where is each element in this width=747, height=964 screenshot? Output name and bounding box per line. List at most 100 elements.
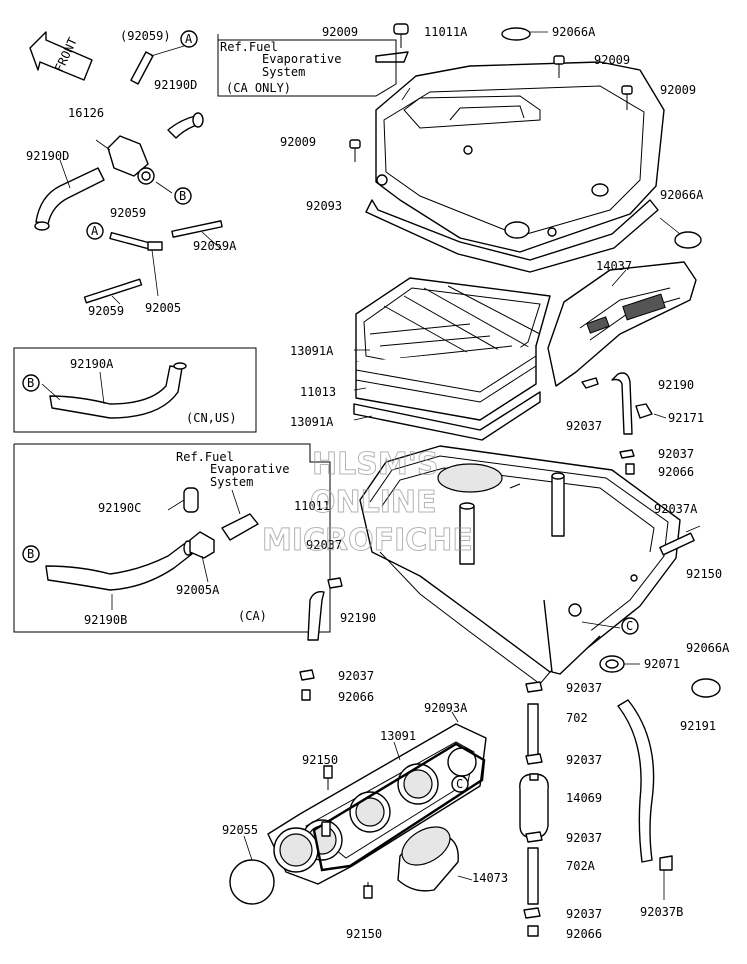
hose-92190B-icon <box>45 543 193 591</box>
hose-assembly-upper-left <box>34 45 223 305</box>
label-92093: 92093 <box>306 199 342 213</box>
label-92037-a: 92037 <box>566 419 602 433</box>
hose-92190-left-icon <box>307 590 325 641</box>
label-92059: 92059 <box>110 206 146 220</box>
label-14069: 14069 <box>566 791 602 805</box>
label-92037-h: 92037 <box>566 907 602 921</box>
svg-text:B: B <box>27 547 34 561</box>
bolt-92009c-icon <box>621 85 633 95</box>
svg-text:A: A <box>91 224 99 238</box>
note-ref-mid-1: Ref.Fuel <box>176 450 234 464</box>
label-92009-c: 92009 <box>660 83 696 97</box>
inlet-duct-14037-icon <box>547 261 697 387</box>
clamp-92037-c-icon <box>327 577 343 589</box>
fitting-92005A-icon <box>189 531 215 559</box>
label-92191: 92191 <box>680 719 716 733</box>
watermark-line-1: HLSM'S <box>312 447 438 482</box>
note-ref-top-1: Ref.Fuel <box>220 40 278 54</box>
label-702A: 702A <box>566 859 596 873</box>
throttle-holder-icon <box>267 723 487 885</box>
air-filter-element-icon <box>353 277 551 441</box>
label-92190-b: 92190 <box>340 611 376 625</box>
cn-us-variant-box <box>13 347 257 433</box>
label-92093A: 92093A <box>424 701 468 715</box>
air-cleaner-cover-icon <box>365 61 665 273</box>
label-92171: 92171 <box>668 411 704 425</box>
front-arrow-icon: FRONT <box>29 31 93 81</box>
cap-92066A-b-icon <box>674 231 702 249</box>
callout-b-3: B <box>22 545 40 563</box>
label-11011: 11011 <box>294 499 330 513</box>
label-92037-g: 92037 <box>566 831 602 845</box>
label-92066-a: 92066 <box>658 465 694 479</box>
callout-a-1: A <box>180 30 198 48</box>
svg-text:B: B <box>179 189 186 203</box>
clamp-92037B-icon <box>659 855 673 871</box>
tube-702-icon <box>527 703 539 759</box>
label-92190D: 92190D <box>154 78 197 92</box>
label-92037-f: 92037 <box>566 753 602 767</box>
label-92037A: 92037A <box>654 502 698 516</box>
plug-92066-c-icon <box>527 925 539 937</box>
label-92037-d: 92037 <box>338 669 374 683</box>
callout-b-2: B <box>22 374 40 392</box>
note-ref-mid-3: System <box>210 475 253 489</box>
plug-92066-a-icon <box>625 463 635 475</box>
label-92066-b: 92066 <box>338 690 374 704</box>
label-92150-b: 92150 <box>302 753 338 767</box>
cap-92190C-icon <box>183 487 199 513</box>
label-92190A: 92190A <box>70 357 114 371</box>
cover-gasket-92093-icon <box>365 199 659 273</box>
label-92005: 92005 <box>145 301 181 315</box>
label-92059-top: (92059) <box>120 29 171 43</box>
svg-text:B: B <box>27 376 34 390</box>
label-92190B: 92190B <box>84 613 127 627</box>
note-ref-mid-2: Evaporative <box>210 462 289 476</box>
label-13091: 13091 <box>380 729 416 743</box>
hose-92191-icon <box>617 699 655 863</box>
label-13091A-b: 13091A <box>290 415 334 429</box>
bolt-92009d-icon <box>349 139 361 149</box>
label-92009-b: 92009 <box>594 53 630 67</box>
callout-c-1: C <box>621 617 639 635</box>
label-92059-b: 92059 <box>88 304 124 318</box>
note-ca: (CA) <box>238 609 267 623</box>
bolt-92150-c-icon <box>363 885 373 899</box>
bolt-92009-icon <box>393 23 409 35</box>
label-92037-c: 92037 <box>306 538 342 552</box>
label-92150-a: 92150 <box>686 567 722 581</box>
cap-92066A-icon <box>501 27 531 41</box>
clamp-92171-icon <box>635 403 653 419</box>
air-cleaner-case-icon <box>359 445 681 685</box>
label-92066-c: 92066 <box>566 927 602 941</box>
label-11011A: 11011A <box>424 25 468 39</box>
watermark-line-3: MICROFICHE <box>262 523 473 558</box>
cap-92055-icon <box>229 859 275 905</box>
label-92037-e: 92037 <box>566 681 602 695</box>
clamp-92037-d-icon <box>525 681 543 693</box>
label-92066A-c: 92066A <box>686 641 730 655</box>
callout-c-2: C <box>451 775 469 793</box>
label-702: 702 <box>566 711 588 725</box>
bolt-92009b-icon <box>553 55 565 65</box>
svg-text:C: C <box>626 619 633 633</box>
drain-filter-14069-icon <box>519 773 549 839</box>
label-92009-d: 92009 <box>280 135 316 149</box>
ca-variant-box <box>13 443 331 633</box>
bolt-92150-b-icon <box>323 765 333 779</box>
callout-b-1: B <box>174 187 192 205</box>
hose-92190A-icon <box>49 365 183 419</box>
label-92055: 92055 <box>222 823 258 837</box>
label-92009-a: 92009 <box>322 25 358 39</box>
svg-text:A: A <box>185 32 193 46</box>
label-92190-a: 92190 <box>658 378 694 392</box>
note-ref-top-4: (CA ONLY) <box>226 81 291 95</box>
label-11013: 11013 <box>300 385 336 399</box>
label-14037: 14037 <box>596 259 632 273</box>
label-13091A-a: 13091A <box>290 344 334 358</box>
note-ref-top-3: System <box>262 65 305 79</box>
evap-fitting-icon <box>375 51 409 63</box>
cap-92066A-c-icon <box>691 678 721 698</box>
note-cn-us: (CN,US) <box>186 411 237 425</box>
